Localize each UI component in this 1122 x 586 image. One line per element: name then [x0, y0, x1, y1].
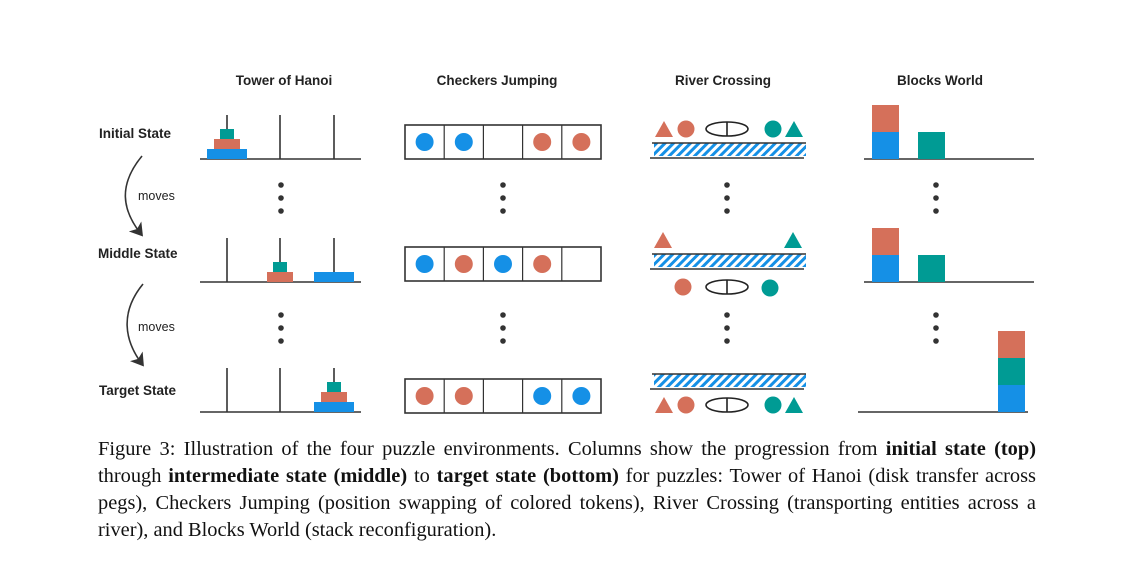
ellipsis-dot — [933, 312, 939, 318]
river-water — [654, 374, 806, 387]
teal-triangle-icon — [785, 397, 803, 413]
column-title-river-crossing: River Crossing — [674, 73, 772, 88]
checker-token-blue — [533, 387, 552, 405]
checkers-board — [404, 124, 602, 160]
checker-token-orange — [454, 387, 473, 405]
caption-bold-initial: initial state (top) — [885, 438, 1036, 460]
ellipsis-dot — [724, 312, 730, 318]
figure-caption: Figure 3: Illustration of the four puzzl… — [98, 436, 1036, 544]
checker-token-orange — [533, 255, 552, 273]
checkers-board — [404, 378, 602, 414]
checker-token-blue — [494, 255, 512, 273]
block-teal — [918, 255, 945, 282]
river-water — [654, 143, 806, 156]
caption-bold-target: target state (bottom) — [436, 465, 619, 487]
ellipsis-dot — [500, 182, 506, 188]
column-title-tower-of-hanoi: Tower of Hanoi — [235, 73, 333, 88]
ellipsis-dot — [724, 325, 730, 331]
hanoi-disk-orange — [267, 272, 293, 282]
block-blue — [998, 385, 1025, 412]
teal-circle-icon — [761, 279, 779, 297]
row-label-middle-state: Middle State — [98, 246, 178, 261]
orange-triangle-icon — [654, 232, 672, 248]
ellipsis-dot — [724, 182, 730, 188]
checker-token-orange — [454, 255, 473, 273]
orange-circle-icon — [674, 278, 692, 296]
ellipsis-dot — [933, 325, 939, 331]
moves-arrow-icon — [126, 283, 144, 367]
diagram-canvas — [124, 105, 1034, 414]
block-orange — [872, 228, 899, 255]
checkers-jumping-panel — [404, 124, 602, 414]
row-label-initial-state: Initial State — [99, 126, 172, 141]
ellipsis-dot — [500, 338, 506, 344]
teal-circle-icon — [764, 396, 782, 414]
checker-token-orange — [533, 133, 552, 151]
hanoi-disk-blue — [314, 402, 354, 412]
ellipsis-dots — [278, 182, 939, 344]
column-title-blocks-world: Blocks World — [896, 73, 984, 88]
ellipsis-dot — [278, 195, 284, 201]
checker-token-orange — [572, 133, 591, 151]
ellipsis-dot — [933, 182, 939, 188]
hanoi-disk-teal — [273, 262, 287, 272]
ellipsis-dot — [500, 208, 506, 214]
ellipsis-dot — [724, 195, 730, 201]
orange-circle-icon — [677, 396, 695, 414]
block-orange — [998, 331, 1025, 358]
ellipsis-dot — [724, 208, 730, 214]
checker-token-blue — [415, 133, 434, 151]
checker-token-blue — [454, 133, 473, 151]
hanoi-disk-orange — [214, 139, 240, 149]
ellipsis-dot — [933, 338, 939, 344]
caption-text: Figure 3: Illustration of the four puzzl… — [98, 438, 886, 460]
moves-arrow-icon — [124, 155, 143, 237]
checker-token-orange — [415, 387, 434, 405]
block-teal — [998, 358, 1025, 385]
ellipsis-dot — [278, 338, 284, 344]
block-orange — [872, 105, 899, 132]
ellipsis-dot — [500, 195, 506, 201]
teal-triangle-icon — [784, 232, 802, 248]
block-teal — [918, 132, 945, 159]
checkers-board — [404, 246, 602, 282]
ellipsis-dot — [724, 338, 730, 344]
caption-text: for puzzles: Tower of Hanoi (disk transf… — [98, 465, 1036, 541]
orange-circle-icon — [677, 120, 695, 138]
checker-token-blue — [572, 387, 591, 405]
hanoi-disk-blue — [314, 272, 354, 282]
teal-circle-icon — [764, 120, 782, 138]
orange-triangle-icon — [655, 121, 673, 137]
caption-text: to — [407, 465, 437, 487]
hanoi-disk-blue — [207, 149, 247, 159]
orange-triangle-icon — [655, 397, 673, 413]
ellipsis-dot — [500, 325, 506, 331]
hanoi-disk-teal — [220, 129, 234, 139]
ellipsis-dot — [278, 208, 284, 214]
transition-arrows — [124, 155, 144, 367]
checker-token-blue — [415, 255, 434, 273]
ellipsis-dot — [933, 195, 939, 201]
column-title-checkers-jumping: Checkers Jumping — [436, 73, 558, 88]
teal-triangle-icon — [785, 121, 803, 137]
puzzle-figure: Tower of Hanoi Checkers Jumping River Cr… — [98, 73, 1034, 414]
ellipsis-dot — [278, 312, 284, 318]
hanoi-disk-orange — [321, 392, 347, 402]
caption-bold-intermediate: intermediate state (middle) — [168, 465, 408, 487]
block-blue — [872, 255, 899, 282]
moves-label: moves — [138, 320, 175, 334]
caption-text: through — [98, 465, 169, 487]
ellipsis-dot — [500, 312, 506, 318]
block-blue — [872, 132, 899, 159]
moves-label: moves — [138, 189, 175, 203]
ellipsis-dot — [278, 182, 284, 188]
tower-of-hanoi-panel — [200, 115, 361, 413]
river-crossing-panel — [650, 120, 806, 414]
ellipsis-dot — [933, 208, 939, 214]
river-water — [654, 254, 806, 267]
ellipsis-dot — [278, 325, 284, 331]
row-label-target-state: Target State — [99, 383, 177, 398]
hanoi-disk-teal — [327, 382, 341, 392]
blocks-world-panel — [858, 105, 1034, 413]
